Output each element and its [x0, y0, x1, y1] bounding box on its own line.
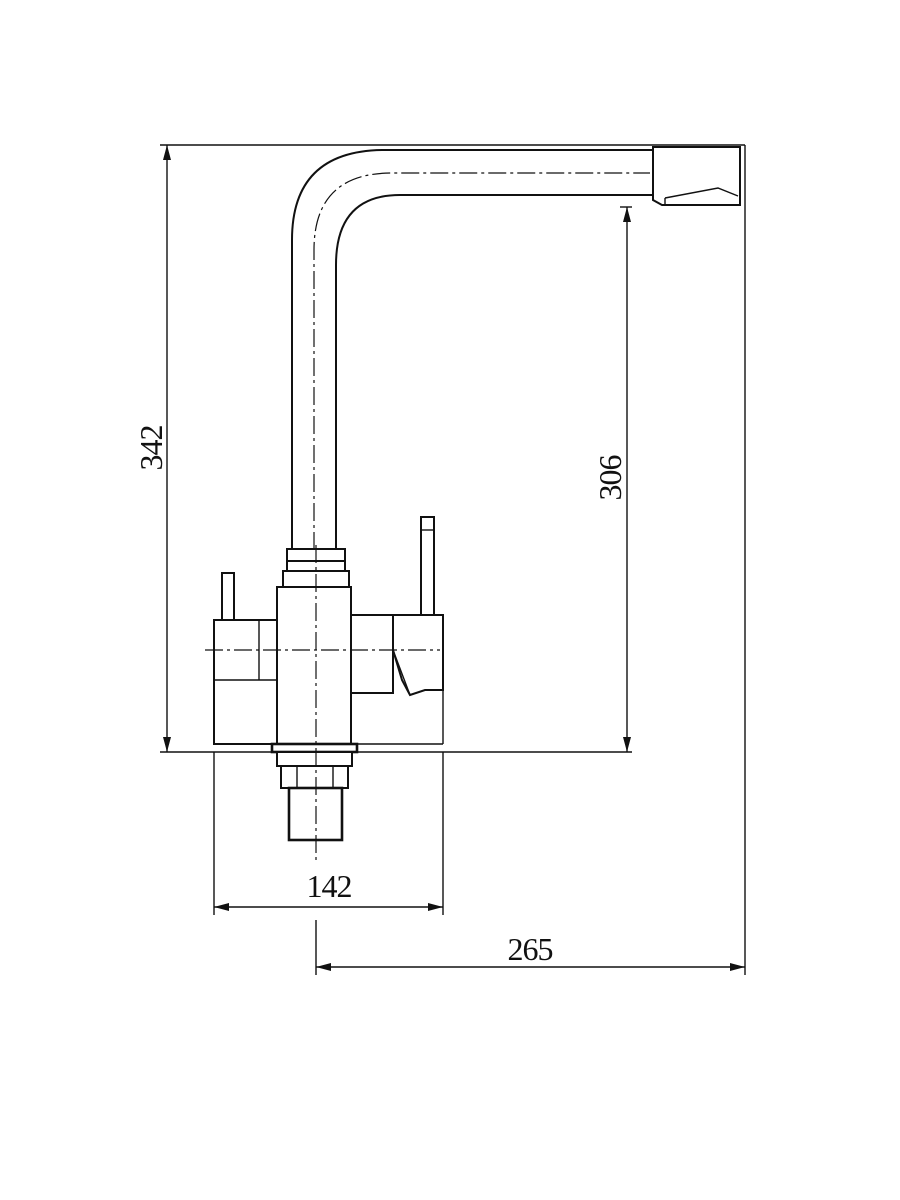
label-spout-height: 306: [592, 455, 628, 501]
dimension-spout-height: [623, 207, 631, 752]
label-spout-reach: 265: [508, 931, 553, 967]
left-lever: [221, 572, 235, 621]
base-flange: [270, 742, 359, 767]
faucet-body: [205, 586, 444, 745]
extension-lines: [160, 144, 746, 975]
spout: [291, 146, 741, 550]
dimension-spout-reach: [316, 963, 745, 971]
dimension-body-width: [214, 903, 443, 911]
mounting-nut: [280, 765, 349, 789]
right-lever: [420, 516, 435, 616]
label-body-width: 142: [307, 868, 352, 904]
label-overall-height: 342: [133, 426, 169, 471]
dimension-overall-height: [163, 145, 171, 752]
